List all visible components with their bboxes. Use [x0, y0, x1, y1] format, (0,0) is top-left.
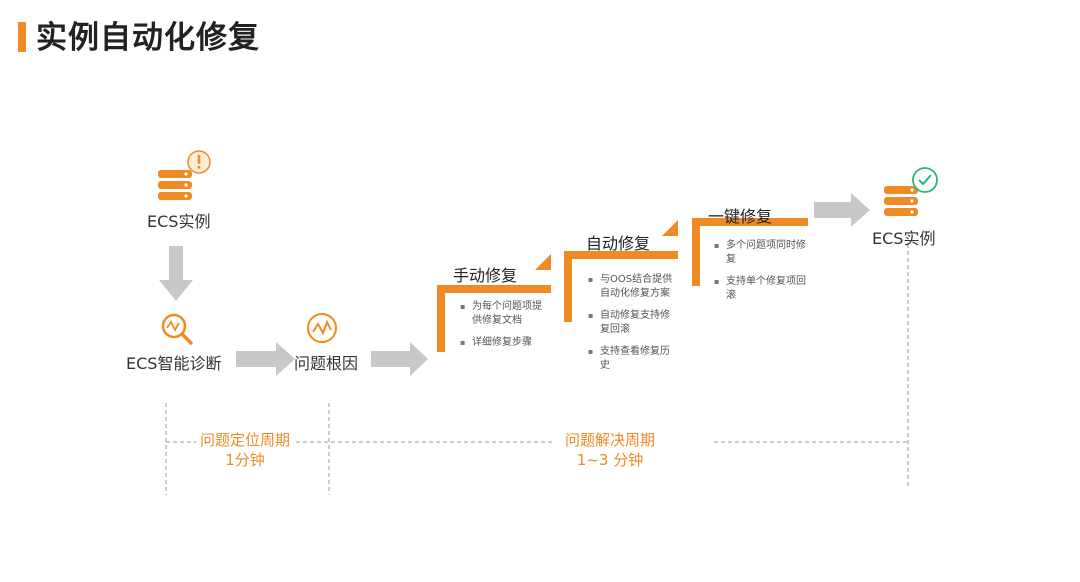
step-bullets-manual: 为每个问题项提供修复文档 详细修复步骤 [460, 300, 546, 358]
ecs-end-label: ECS实例 [872, 229, 936, 248]
phase-resolve-name: 问题解决周期 [564, 431, 655, 449]
step-title-auto: 自动修复 [586, 234, 651, 253]
root-cause-label: 问题根因 [294, 354, 359, 373]
list-item: 自动修复支持修复回滚 [588, 309, 676, 337]
staircase [437, 218, 808, 352]
alert-icon [187, 150, 211, 174]
page-title: 实例自动化修复 [36, 20, 260, 56]
pulse-icon [307, 313, 337, 343]
phase-resolve: 问题解决周期 1~3 分钟 [550, 430, 670, 470]
phase-resolve-duration: 1~3 分钟 [576, 451, 644, 469]
down-arrow [159, 246, 193, 301]
diagnosis-label: ECS智能诊断 [126, 354, 222, 373]
list-item: 支持单个修复项回滚 [714, 275, 808, 303]
list-item: 与OOS结合提供自动化修复方案 [588, 273, 676, 301]
list-item: 为每个问题项提供修复文档 [460, 300, 546, 328]
magnifier-icon [161, 313, 193, 345]
title-accent-bar [18, 22, 26, 52]
ecs-start-label: ECS实例 [147, 212, 211, 231]
step-bullets-auto: 与OOS结合提供自动化修复方案 自动修复支持修复回滚 支持查看修复历史 [588, 273, 676, 381]
list-item: 支持查看修复历史 [588, 345, 676, 373]
timeline [165, 244, 909, 495]
right-arrow [814, 193, 870, 227]
check-icon [912, 167, 938, 193]
step-bullets-oneclick: 多个问题项同时修复 支持单个修复项回滚 [714, 239, 808, 311]
phase-locate: 问题定位周期 1分钟 [190, 430, 300, 470]
step-title-oneclick: 一键修复 [708, 207, 773, 226]
right-arrow [371, 342, 428, 376]
list-item: 多个问题项同时修复 [714, 239, 808, 267]
phase-locate-name: 问题定位周期 [199, 431, 290, 449]
server-stack-icon [884, 186, 918, 216]
phase-locate-duration: 1分钟 [225, 451, 265, 469]
list-item: 详细修复步骤 [460, 336, 546, 350]
server-stack-icon [158, 170, 192, 200]
right-arrow [236, 342, 295, 376]
step-title-manual: 手动修复 [453, 266, 518, 285]
